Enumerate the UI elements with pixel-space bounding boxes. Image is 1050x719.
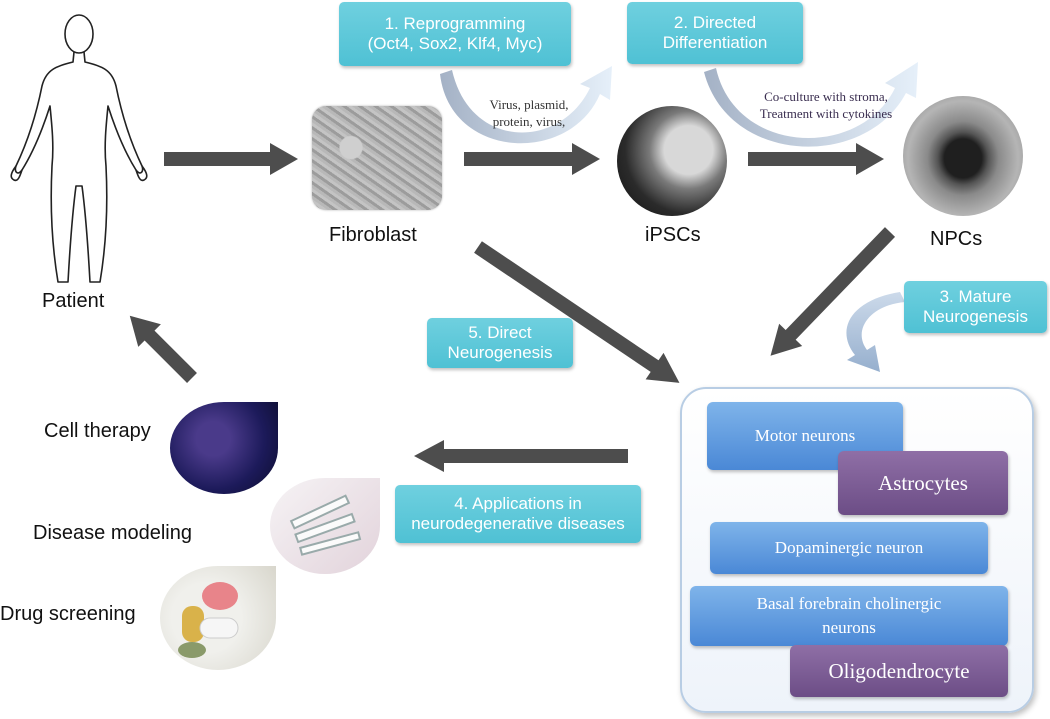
differentiation-methods-text: Co-culture with stroma, Treatment with c… xyxy=(759,89,893,121)
syringes-icon xyxy=(289,494,362,556)
cell-oligodendrocyte: Oligodendrocyte xyxy=(790,645,1008,697)
curved-arrow-reprogramming xyxy=(440,66,612,144)
arrow-fibroblast-to-ipscs xyxy=(464,143,600,175)
step-directed-differentiation: 2. Directed Differentiation xyxy=(627,2,803,64)
fibroblast-image xyxy=(312,106,442,210)
reprogramming-methods-text: Virus, plasmid, protein, virus, xyxy=(489,97,569,129)
step-direct-neurogenesis: 5. Direct Neurogenesis xyxy=(427,318,573,368)
arrow-applications-to-patient xyxy=(129,315,197,383)
disease-modeling-label: Disease modeling xyxy=(33,522,192,544)
cell-dopaminergic-neuron: Dopaminergic neuron xyxy=(710,522,988,574)
cell-astrocytes: Astrocytes xyxy=(838,451,1008,515)
cell-basal-forebrain: Basal forebrain cholinergic neurons xyxy=(690,586,1008,646)
step-reprogramming: 1. Reprogramming (Oct4, Sox2, Klf4, Myc) xyxy=(339,2,571,66)
npcs-image xyxy=(903,96,1023,216)
step-applications: 4. Applications in neurodegenerative dis… xyxy=(395,485,641,543)
cell-therapy-label: Cell therapy xyxy=(44,420,151,442)
step-mature-neurogenesis: 3. Mature Neurogenesis xyxy=(904,281,1047,333)
drug-screening-label: Drug screening xyxy=(0,603,136,625)
arrow-fibroblast-to-neurons xyxy=(474,241,680,383)
arrow-patient-to-fibroblast xyxy=(164,143,298,175)
ipscs-image xyxy=(617,106,727,216)
pills-icon xyxy=(178,582,239,658)
arrow-npcs-to-neurons xyxy=(770,227,896,356)
curved-arrow-mature xyxy=(846,292,905,372)
arrow-neurons-to-applications xyxy=(414,440,628,472)
ipscs-label: iPSCs xyxy=(645,224,701,246)
cell-therapy-image xyxy=(170,402,278,494)
arrow-ipscs-to-npcs xyxy=(748,143,884,175)
curved-arrow-differentiation xyxy=(704,62,918,147)
patient-figure-icon xyxy=(10,14,148,283)
patient-label: Patient xyxy=(42,290,105,312)
npcs-label: NPCs xyxy=(930,228,983,250)
fibroblast-label: Fibroblast xyxy=(329,224,417,246)
